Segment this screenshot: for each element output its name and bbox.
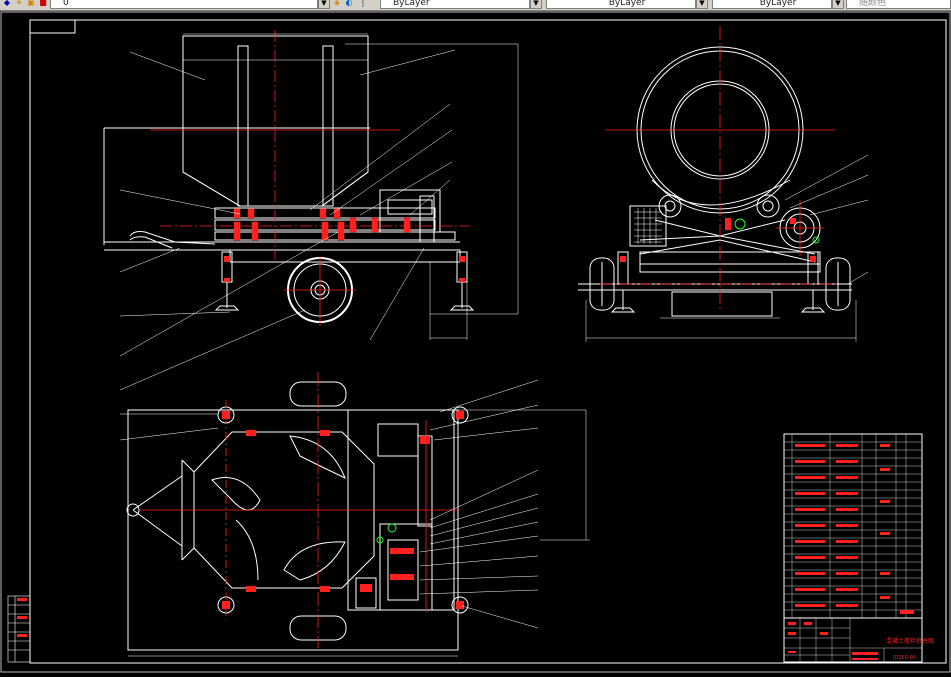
lock-icon[interactable]: ▣ [27,0,35,7]
title-block-code: JD150-00 [892,655,916,661]
title-block-title: 混凝土搅拌机总图 [886,637,934,645]
binding-margin-table [7,595,31,663]
layer-combo[interactable]: 0 [50,0,318,9]
linetype-combo-value: ByLayer [608,0,646,8]
layer-combo-arrow[interactable]: ▼ [318,0,330,9]
drawing-viewport[interactable]: 混凝土搅拌机总图 JD150-00 [0,11,951,673]
plotstyle-combo[interactable]: 随颜色 [846,0,951,9]
linetype-combo-arrow[interactable]: ▼ [696,0,708,9]
color-combo-arrow[interactable]: ▼ [530,0,542,9]
sun-icon[interactable]: ☀ [15,0,23,7]
lineweight-combo-arrow[interactable]: ▼ [832,0,844,9]
layer-combo-value: 0 [63,0,69,8]
side-view[interactable] [578,26,869,342]
make-current-layer-icon[interactable]: ◈ [333,0,341,7]
color-combo[interactable]: ByLayer [380,0,530,9]
front-view[interactable] [103,30,519,391]
color-combo-value: ByLayer [393,0,430,8]
layer-previous-icon[interactable]: ◐ [345,0,353,7]
lineweight-combo[interactable]: ByLayer [712,0,832,9]
plotstyle-combo-value: 随颜色 [859,0,887,8]
drawing-frame [0,11,951,673]
linetype-combo[interactable]: ByLayer [546,0,696,9]
title-block: 混凝土搅拌机总图 JD150-00 [783,617,934,663]
properties-toolbar: ◆ ☀ ▣ ■ 0 ▼ ◈ ◐ | ByLayer ▼ ByLayer ▼ By… [0,0,951,11]
color-swatch-icon[interactable]: ■ [39,0,47,7]
layer-state-icon[interactable]: ◆ [3,0,11,7]
separator-icon: | [361,0,365,7]
lineweight-combo-value: ByLayer [759,0,797,8]
plan-view[interactable] [119,372,590,657]
